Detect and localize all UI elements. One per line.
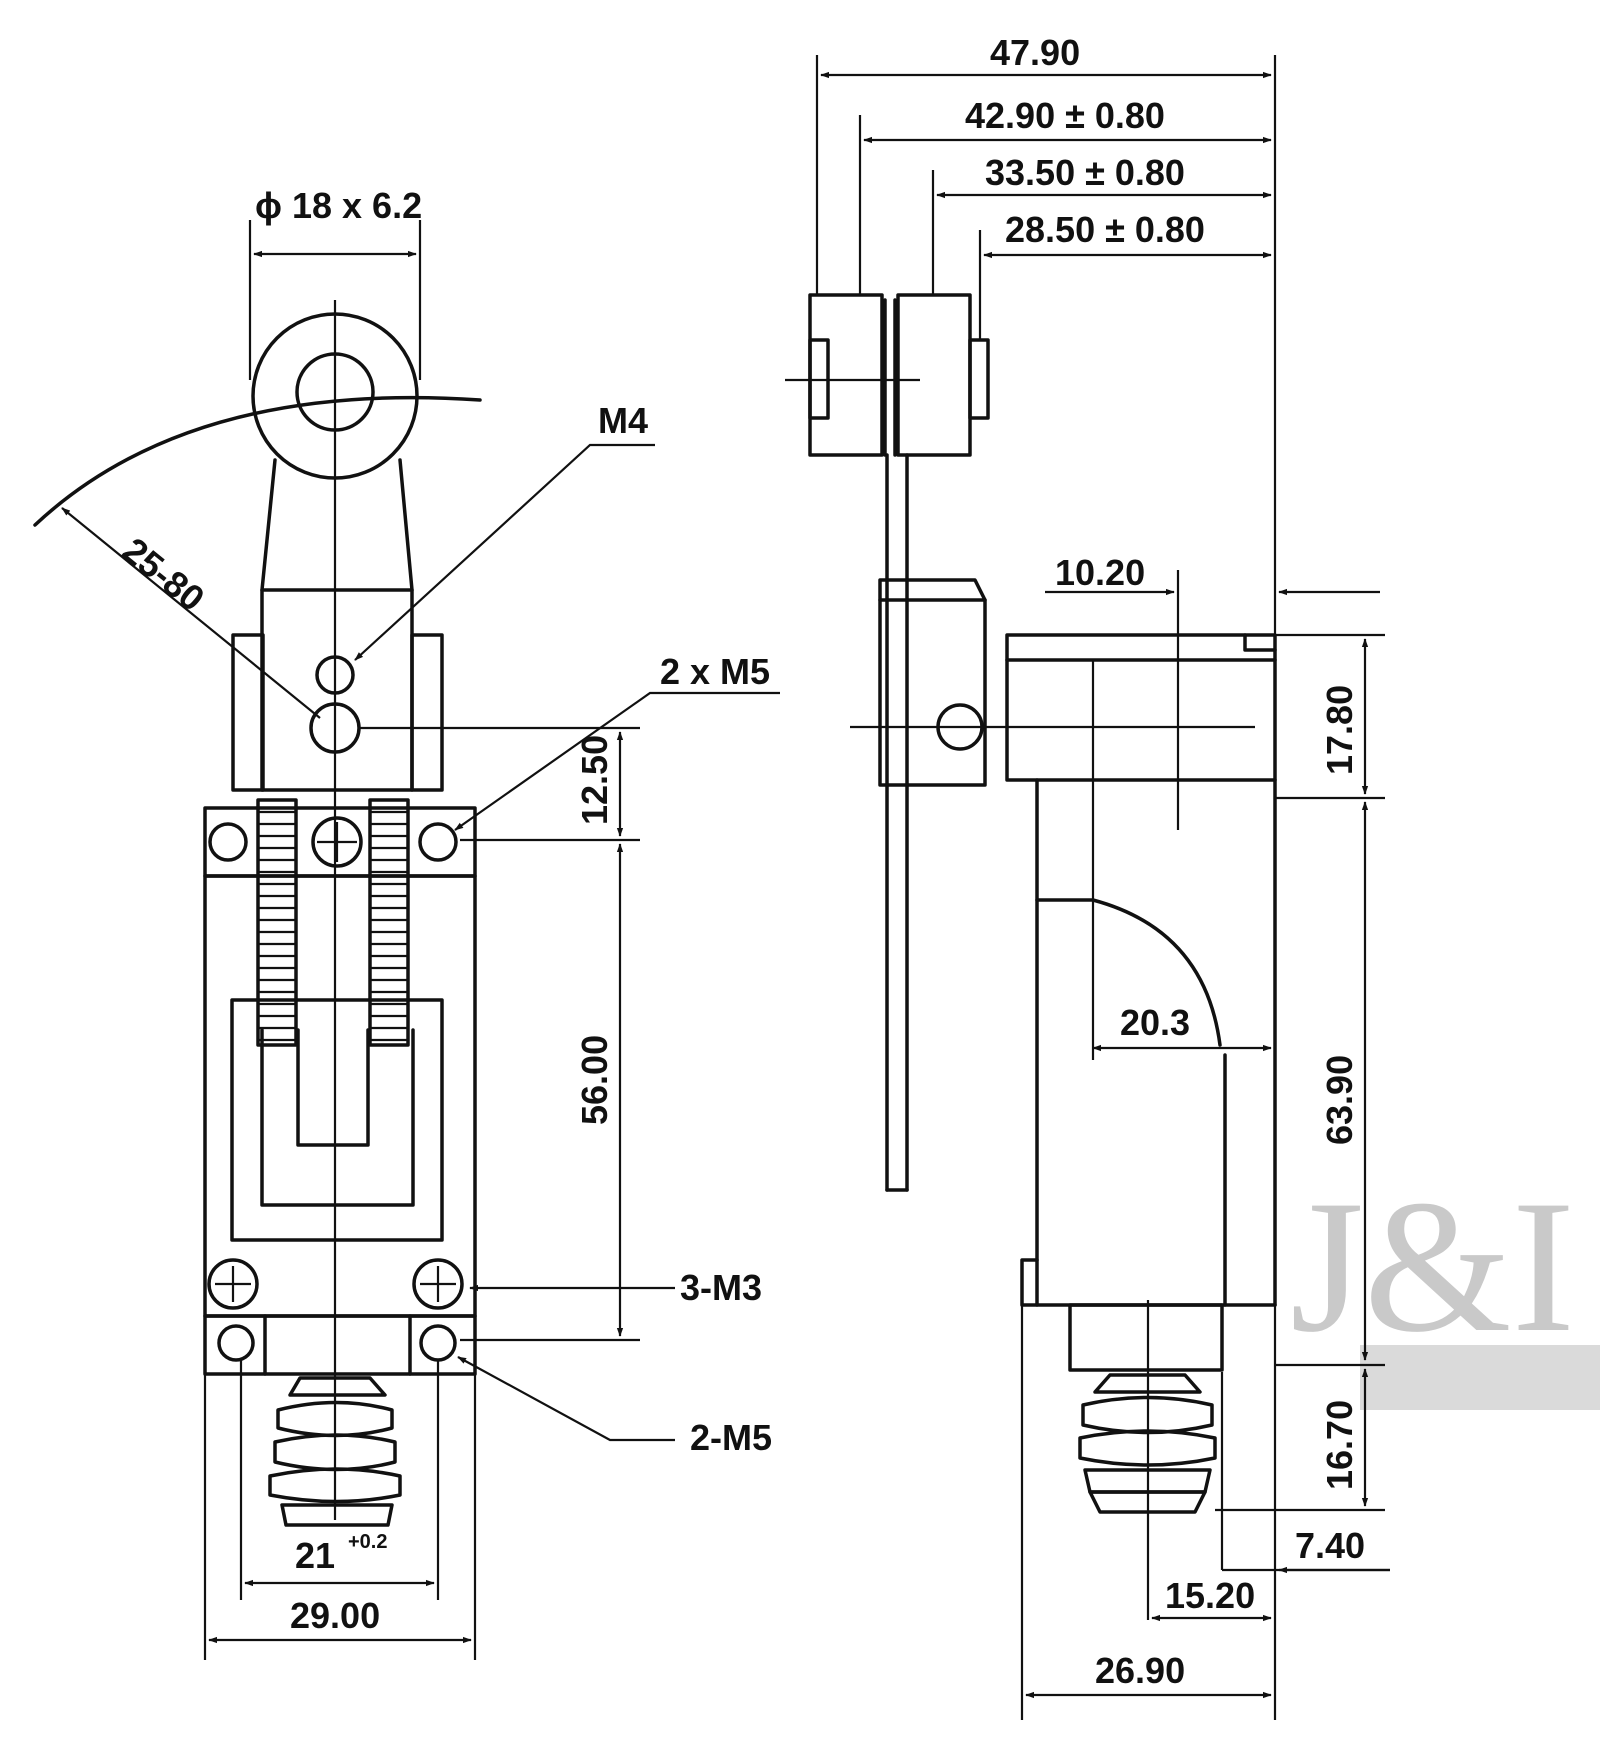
label-56-00: 56.00 — [574, 1035, 615, 1125]
label-17-80: 17.80 — [1319, 685, 1360, 775]
ribs-right — [368, 798, 410, 1047]
side-head — [1005, 633, 1277, 782]
body-window-inner — [260, 1028, 415, 1207]
lever-hub — [878, 578, 987, 787]
roller-b — [896, 293, 972, 457]
roller-a — [808, 293, 884, 457]
front-dimensions: ϕ 18 x 6.2 M4 25-80 2 x M5 12.50 56.00 3… — [61, 185, 780, 1660]
label-2-m5: 2-M5 — [690, 1417, 772, 1458]
label-20-3: 20.3 — [1120, 1002, 1190, 1043]
mount-hole-tl — [208, 822, 248, 862]
label-42-90: 42.90 ± 0.80 — [965, 95, 1165, 136]
label-16-70: 16.70 — [1319, 1400, 1360, 1490]
label-63-90: 63.90 — [1319, 1055, 1360, 1145]
roller-b-hub — [968, 338, 990, 420]
lever-arm — [260, 458, 414, 592]
u-slot — [296, 1028, 370, 1147]
center-screw — [311, 816, 363, 868]
mount-hole-tr — [418, 822, 458, 862]
front-view — [33, 300, 482, 1527]
label-2xm5: 2 x M5 — [660, 651, 770, 692]
side-dimensions: 47.90 42.90 ± 0.80 33.50 ± 0.80 28.50 ± … — [815, 32, 1390, 1720]
label-21-tolerance: +0.2 — [348, 1531, 387, 1553]
body-window — [230, 998, 444, 1242]
label-7-40: 7.40 — [1295, 1525, 1365, 1566]
mount-hole-br — [419, 1324, 457, 1362]
side-body-curve — [1091, 898, 1222, 1047]
head-side-left — [231, 633, 265, 792]
label-15-20: 15.20 — [1165, 1575, 1255, 1616]
ribs-left — [256, 798, 298, 1047]
label-33-50: 33.50 ± 0.80 — [985, 152, 1185, 193]
label-21: 21 — [295, 1535, 335, 1576]
head-side-right — [410, 633, 444, 792]
label-28-50: 28.50 ± 0.80 — [1005, 209, 1205, 250]
m3-screw-left — [207, 1258, 259, 1310]
label-10-20: 10.20 — [1055, 552, 1145, 593]
plunger-boot — [268, 1376, 402, 1527]
label-radius: 25-80 — [115, 529, 212, 619]
bottom-plate-bosses — [263, 1314, 412, 1376]
swing-arc — [33, 395, 482, 527]
side-view — [785, 293, 1277, 1620]
bottom-mount-plate — [203, 1314, 477, 1376]
side-plunger-housing — [1068, 1303, 1224, 1372]
watermark-text: J&I — [1290, 1162, 1575, 1372]
center-screw-cross — [317, 822, 357, 862]
label-3-m3: 3-M3 — [680, 1267, 762, 1308]
label-26-90: 26.90 — [1095, 1650, 1185, 1691]
label-47-90: 47.90 — [990, 32, 1080, 73]
side-boot — [1078, 1373, 1217, 1514]
label-m4: M4 — [598, 400, 648, 441]
m3-screw-right — [412, 1258, 464, 1310]
label-12-50: 12.50 — [574, 735, 615, 825]
label-29-00: 29.00 — [290, 1595, 380, 1636]
watermark: J&I — [1290, 1162, 1600, 1410]
switch-body — [203, 874, 477, 1318]
mount-hole-bl — [217, 1324, 255, 1362]
label-roller-diameter: ϕ 18 x 6.2 — [255, 185, 422, 226]
